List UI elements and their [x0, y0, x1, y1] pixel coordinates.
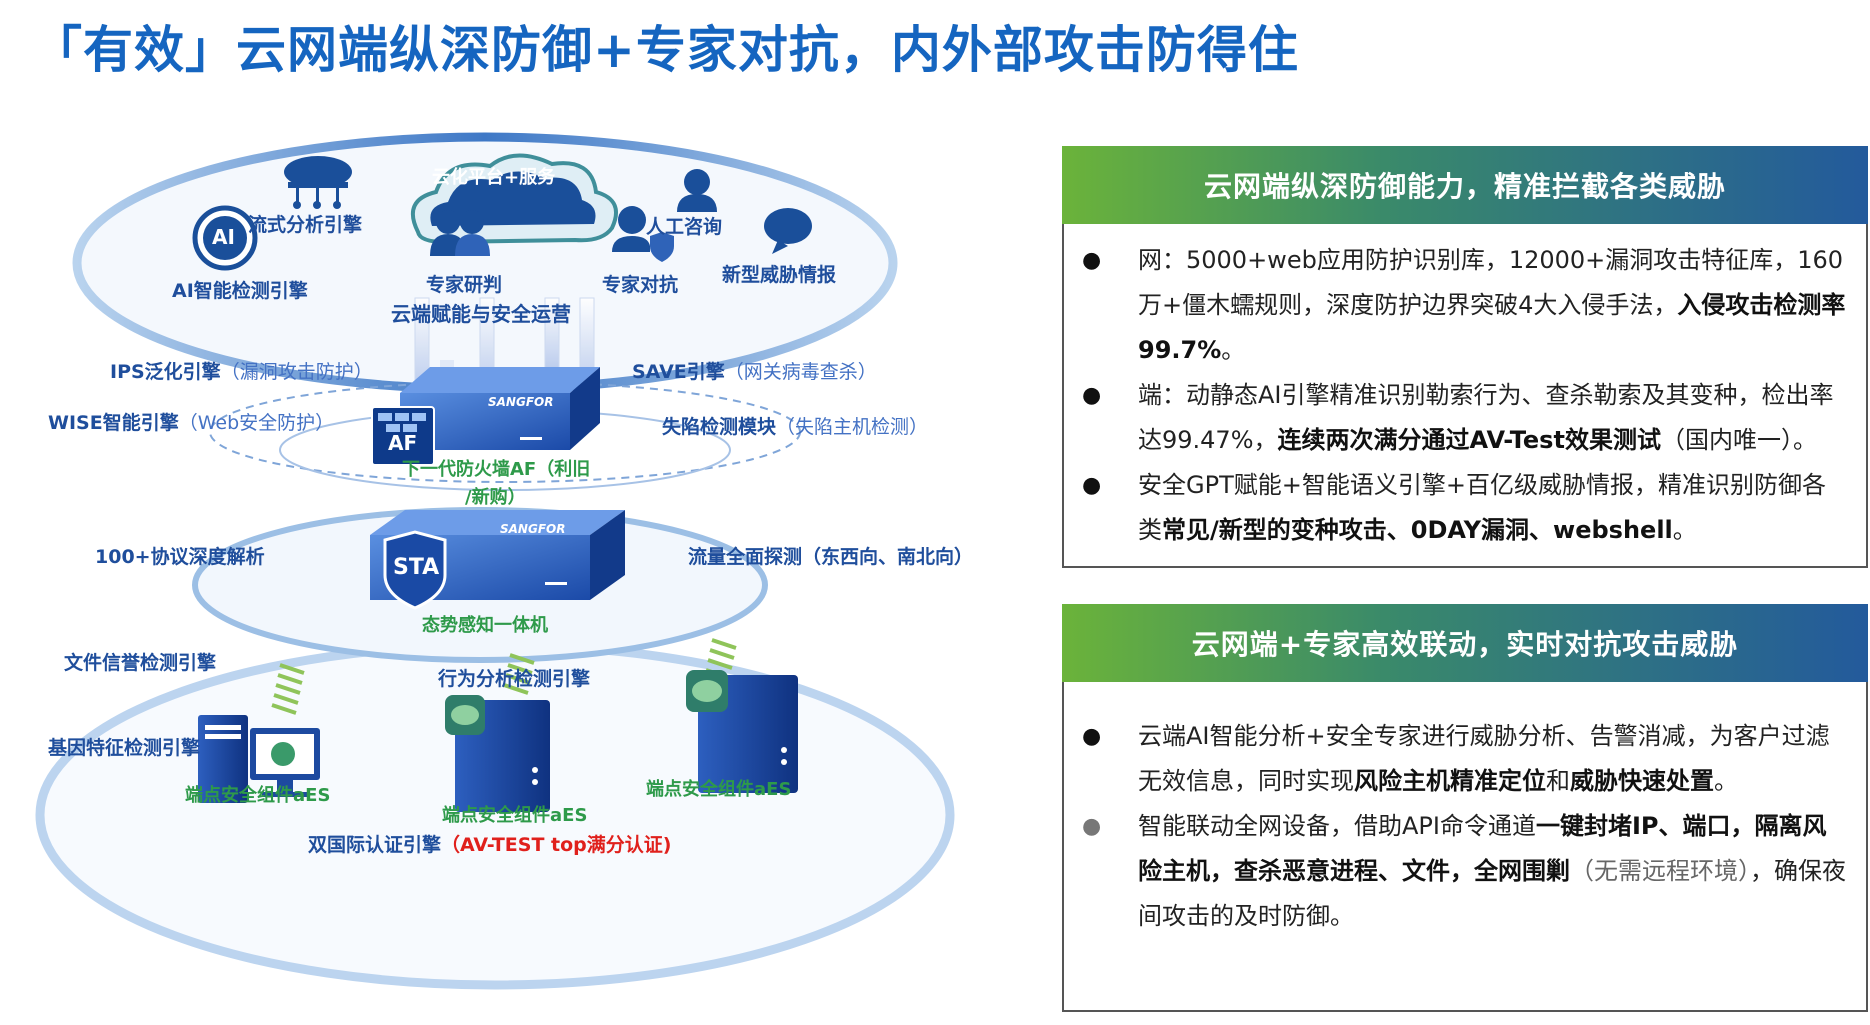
bullet-muted: （无需远程环境） — [1570, 857, 1750, 885]
sta-badge: STA — [393, 555, 440, 580]
ai-icon-text: AI — [212, 225, 235, 249]
expert-research-label: 专家研判 — [426, 274, 503, 296]
bullet-bold: 入侵攻击检测率99.7% — [1138, 291, 1846, 364]
bullet-text: 网：5000+web应用防护识别库，12000+漏洞攻击特征库，160万+僵木蠕… — [1138, 246, 1844, 319]
bullet-suffix: （国内唯一）。 — [1660, 426, 1817, 454]
bullet-bold: 风险主机精准定位 — [1354, 767, 1546, 795]
file-reputation-label: 文件信誉检测引擎 — [64, 652, 217, 674]
stream-engine-icon — [284, 156, 352, 209]
human-consult-icon — [677, 169, 717, 212]
panel-1-bullet-2: ● 端：动静态AI引擎精准识别勒索行为、查杀勒索及其变种，检出率达99.47%，… — [1082, 373, 1846, 463]
bullet-suffix: 。 — [1221, 336, 1246, 364]
ai-engine-label: AI智能检测引擎 — [172, 280, 308, 302]
af-brand: SANGFOR — [488, 395, 554, 409]
bullet-text: 智能联动全网设备，借助API命令通道 — [1138, 812, 1536, 840]
bullet-bold-2: 威胁快速处置 — [1570, 767, 1714, 795]
aes-label-3: 端点安全组件aES — [646, 779, 792, 800]
bullet-suffix: 。 — [1672, 516, 1697, 544]
panel-expert-linkage: 云网端+专家高效联动，实时对抗攻击威胁 ● 云端AI智能分析+安全专家进行威胁分… — [1062, 604, 1868, 1012]
bullet-suffix: ，确保夜间攻击的及时防御。 — [1138, 857, 1846, 930]
bullet-text: 安全GPT赋能+智能语义引擎+百亿级威胁情报，精准识别防御各类 — [1138, 471, 1826, 544]
bullet-text: 端：动静态AI引擎精准识别勒索行为、查杀勒索及其变种，检出率达99.47%， — [1138, 381, 1834, 454]
bullet-bold: 连续两次满分通过AV-Test效果测试 — [1277, 426, 1661, 454]
endpoint-pc — [198, 715, 320, 803]
bullet-bold: 常见/新型的变种攻击、0DAY漏洞、webshell — [1162, 516, 1673, 544]
panel-2-bullet-2: ● 智能联动全网设备，借助API命令通道一键封堵IP、端口，隔离风险主机，查杀恶… — [1082, 804, 1846, 939]
protocol-parse-label: 100+协议深度解析 — [95, 546, 265, 568]
expert-fight-label: 专家对抗 — [602, 274, 679, 296]
intl-cert-label: 双国际认证引擎（AV-TEST top满分认证) — [308, 830, 671, 857]
defense-diagram: 云化平台+服务 流式分析引擎 人工咨询 AI AI智能检测引擎 专家研判 专家对… — [0, 130, 1010, 1025]
signal-waves — [271, 638, 737, 715]
wise-engine-label: WISE智能引擎（Web安全防护） — [48, 408, 334, 435]
sta-device — [370, 510, 625, 610]
panel-1-bullet-1: ● 网：5000+web应用防护识别库，12000+漏洞攻击特征库，160万+僵… — [1082, 238, 1846, 373]
intl-cert-note: （AV-TEST top满分认证) — [441, 834, 672, 856]
bullet-dot: ● — [1082, 814, 1102, 839]
wise-engine-note: （Web安全防护） — [178, 412, 335, 434]
sta-device-label: 态势感知一体机 — [422, 615, 548, 636]
panel-2-bullet-1: ● 云端AI智能分析+安全专家进行威胁分析、告警消减，为客户过滤无效信息，同时实… — [1082, 714, 1846, 804]
cloud-ops-label: 云端赋能与安全运营 — [391, 302, 571, 326]
save-engine-title: SAVE引擎 — [632, 361, 725, 383]
bullet-suffix: 。 — [1714, 767, 1738, 795]
traffic-detect-label: 流量全面探测（东西向、南北向） — [688, 546, 974, 568]
panel-1-heading: 云网端纵深防御能力，精准拦截各类威胁 — [1062, 146, 1868, 224]
diagram-graphics — [35, 132, 955, 990]
intl-cert-title: 双国际认证引擎 — [308, 834, 442, 856]
panel-1-body: ● 网：5000+web应用防护识别库，12000+漏洞攻击特征库，160万+僵… — [1062, 224, 1868, 568]
expert-fight-icon — [612, 206, 674, 262]
panel-2-body: ● 云端AI智能分析+安全专家进行威胁分析、告警消减，为客户过滤无效信息，同时实… — [1062, 682, 1868, 1012]
human-consult-label: 人工咨询 — [646, 216, 723, 238]
endpoint-server-1 — [445, 695, 550, 812]
af-ring — [209, 381, 801, 483]
save-engine-label: SAVE引擎（网关病毒查杀） — [632, 357, 877, 384]
ips-engine-title: IPS泛化引擎 — [110, 361, 221, 383]
stream-engine-label: 流式分析引擎 — [248, 214, 363, 236]
save-engine-note: （网关病毒查杀） — [724, 361, 877, 383]
bullet-bold: 一键封堵IP、端口，隔离风险主机，查杀恶意进程、文件，全网围剿 — [1138, 812, 1827, 885]
aes-label-1: 端点安全组件aES — [185, 785, 331, 806]
gene-feature-label: 基因特征检测引擎 — [48, 737, 201, 759]
behavior-analysis-label: 行为分析检测引擎 — [438, 668, 591, 690]
wise-engine-title: WISE智能引擎 — [48, 412, 179, 434]
compromise-module-label: 失陷检测模块（失陷主机检测） — [662, 412, 928, 439]
ai-engine-icon — [192, 205, 258, 271]
compromise-module-title: 失陷检测模块 — [662, 416, 777, 438]
compromise-module-note: （失陷主机检测） — [776, 416, 929, 438]
panel-1-bullet-3: ● 安全GPT赋能+智能语义引擎+百亿级威胁情报，精准识别防御各类常见/新型的变… — [1082, 463, 1846, 553]
bullet-dot: ● — [1082, 383, 1102, 408]
cloud-platform-label: 云化平台+服务 — [432, 167, 556, 188]
page-title: 「有效」云网端纵深防御+专家对抗，内外部攻击防得住 — [32, 21, 1299, 79]
af-device-label-line2: /新购） — [465, 487, 526, 508]
sta-brand: SANGFOR — [500, 522, 566, 536]
panel-defense-capability: 云网端纵深防御能力，精准拦截各类威胁 ● 网：5000+web应用防护识别库，1… — [1062, 146, 1868, 568]
threat-intel-icon — [764, 208, 812, 254]
bullet-text: 云端AI智能分析+安全专家进行威胁分析、告警消减，为客户过滤无效信息，同时实现 — [1138, 722, 1830, 795]
af-device-label-line1: 下一代防火墙AF（利旧 — [402, 459, 591, 480]
expert-research-icon — [430, 210, 490, 256]
endpoint-server-2 — [686, 670, 798, 793]
af-badge: AF — [388, 431, 418, 455]
ips-engine-label: IPS泛化引擎（漏洞攻击防护） — [110, 357, 373, 384]
panel-2-heading: 云网端+专家高效联动，实时对抗攻击威胁 — [1062, 604, 1868, 682]
aes-label-2: 端点安全组件aES — [442, 805, 588, 826]
bullet-mid: 和 — [1546, 767, 1570, 795]
bullet-dot: ● — [1082, 473, 1102, 498]
bullet-dot: ● — [1082, 248, 1102, 273]
af-firewall-device — [371, 367, 600, 466]
bullet-dot: ● — [1082, 724, 1102, 749]
ips-engine-note: （漏洞攻击防护） — [220, 361, 373, 383]
threat-intel-label: 新型威胁情报 — [722, 264, 837, 286]
